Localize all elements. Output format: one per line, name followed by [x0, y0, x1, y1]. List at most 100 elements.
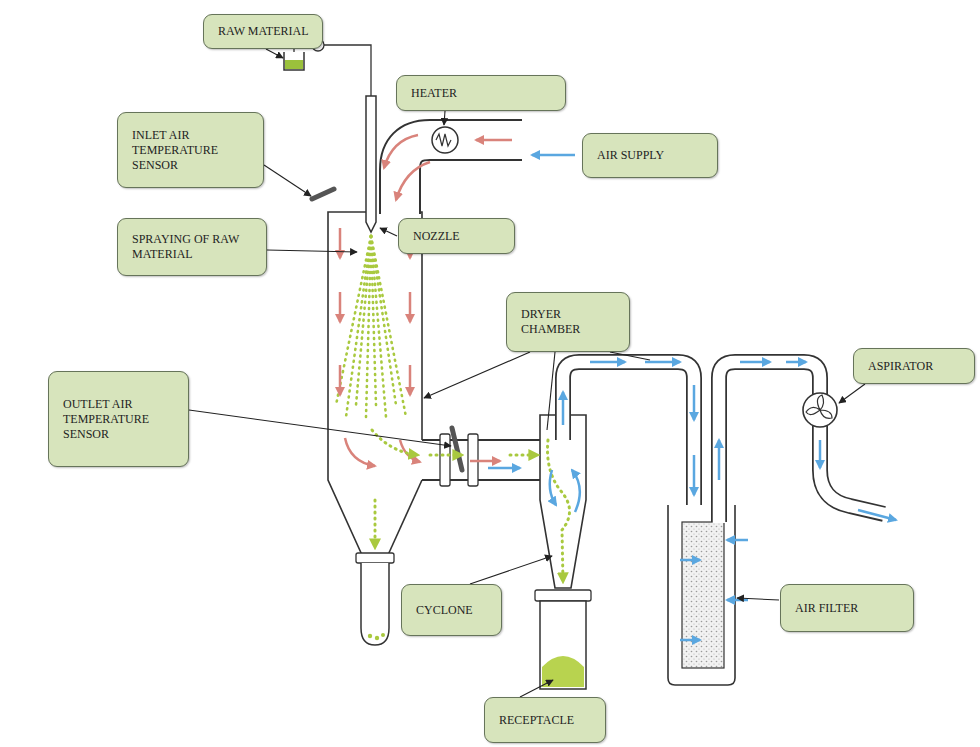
collection-vessel [361, 563, 389, 645]
pipe-to-aspirator [719, 362, 820, 522]
leader-lines [610, 352, 650, 360]
callout-label: AIR FILTER [795, 601, 903, 616]
leader-lines [264, 165, 311, 196]
label-box: RECEPTACLE [484, 697, 606, 743]
feed-line [324, 45, 371, 96]
callout-label: SPRAYING OF RAW MATERIAL [132, 232, 256, 262]
air-filter-housing [668, 505, 735, 685]
label-box: NOZZLE [398, 218, 515, 254]
air-flow [532, 154, 575, 157]
air-flow [858, 510, 896, 520]
air-flow [488, 467, 520, 470]
outlet-pipe [440, 434, 450, 486]
callout-label: HEATER [411, 86, 555, 101]
pipe-to-filter [563, 362, 694, 521]
air-flow [572, 470, 580, 512]
pipe-to-aspirator [820, 426, 884, 514]
dryer-chamber [328, 212, 422, 555]
air-flow [740, 361, 770, 364]
air-flow [786, 361, 806, 364]
heater-duct [432, 127, 458, 153]
temperature-sensors [452, 428, 462, 470]
hot-air-arrows [409, 365, 412, 395]
hot-air-arrows [409, 292, 412, 322]
air-flow [680, 559, 700, 562]
product-flow [372, 430, 418, 455]
leader-lines [547, 352, 555, 430]
leader-lines [839, 384, 865, 403]
label-box: ASPIRATOR [853, 348, 975, 384]
receptacle-vessel [535, 590, 591, 689]
air-filter-housing [668, 505, 735, 685]
receptacle-vessel [540, 601, 586, 689]
pipe-to-aspirator [820, 425, 885, 514]
label-box: HEATER [396, 75, 566, 111]
leader-lines [267, 250, 357, 252]
hot-air-arrows [396, 162, 430, 200]
product-flow [510, 454, 538, 457]
collection-vessel [368, 634, 372, 638]
label-box: DRYER CHAMBER [506, 292, 630, 352]
label-box: AIR SUPPLY [582, 133, 718, 178]
leader-lines [424, 352, 530, 398]
label-box: SPRAYING OF RAW MATERIAL [117, 218, 267, 276]
spray-streak [371, 236, 406, 417]
leader-lines [470, 556, 552, 584]
leader-lines [189, 49, 865, 697]
pipe-to-aspirator [719, 362, 820, 523]
leader-lines [189, 410, 451, 446]
leader-lines [266, 49, 283, 58]
air-flow [590, 361, 625, 364]
callout-label: OUTLET AIR TEMPERATURE SENSOR [63, 397, 178, 442]
air-flow [680, 639, 700, 642]
collection-vessel [381, 633, 385, 637]
nozzle-tube [366, 96, 376, 232]
label-box: INLET AIR TEMPERATURE SENSOR [117, 112, 264, 188]
hot-air-arrows [339, 365, 342, 395]
dryer-chamber [328, 212, 366, 555]
air-flow [727, 599, 748, 602]
callout-label: CYCLONE [416, 603, 491, 618]
nozzle-tube [366, 96, 376, 232]
feed-line [284, 52, 304, 70]
air-flow [693, 385, 696, 420]
hot-air-arrows [340, 135, 512, 466]
callout-label: NOZZLE [413, 229, 504, 244]
hot-air-arrows [339, 292, 342, 322]
spray-cone [336, 236, 406, 417]
collection-vessel [356, 553, 394, 563]
pipe-to-filter [563, 362, 694, 521]
leader-lines [380, 228, 397, 236]
label-box: RAW MATERIAL [203, 14, 323, 49]
air-flow [645, 361, 680, 364]
product-flow [548, 440, 570, 582]
pipe-to-aspirator [719, 362, 885, 523]
leader-lines [520, 680, 553, 697]
leader-lines [737, 598, 779, 600]
collection-vessel [375, 636, 379, 640]
spray-streak [346, 236, 371, 417]
air-flow [562, 392, 565, 425]
callout-label: INLET AIR TEMPERATURE SENSOR [132, 128, 253, 173]
temperature-sensors [312, 189, 334, 199]
product-flow [374, 500, 377, 548]
product-flow [430, 454, 462, 457]
air-flow [727, 539, 748, 542]
label-box: AIR FILTER [780, 584, 914, 632]
collection-vessel [356, 553, 394, 645]
leader-lines [444, 111, 445, 125]
air-flow [488, 155, 896, 640]
callout-label: DRYER CHAMBER [521, 307, 619, 337]
pipe-to-filter [563, 362, 694, 520]
air-flow [550, 470, 556, 505]
receptacle-vessel [535, 590, 591, 601]
heater-duct [400, 140, 522, 216]
hot-air-arrows [384, 135, 418, 168]
spray-streak [366, 236, 371, 417]
callout-label: AIR SUPPLY [597, 148, 707, 163]
heater-duct [436, 134, 451, 146]
dryer-chamber [388, 480, 422, 555]
label-box: OUTLET AIR TEMPERATURE SENSOR [48, 371, 189, 467]
feed-line [285, 60, 303, 69]
